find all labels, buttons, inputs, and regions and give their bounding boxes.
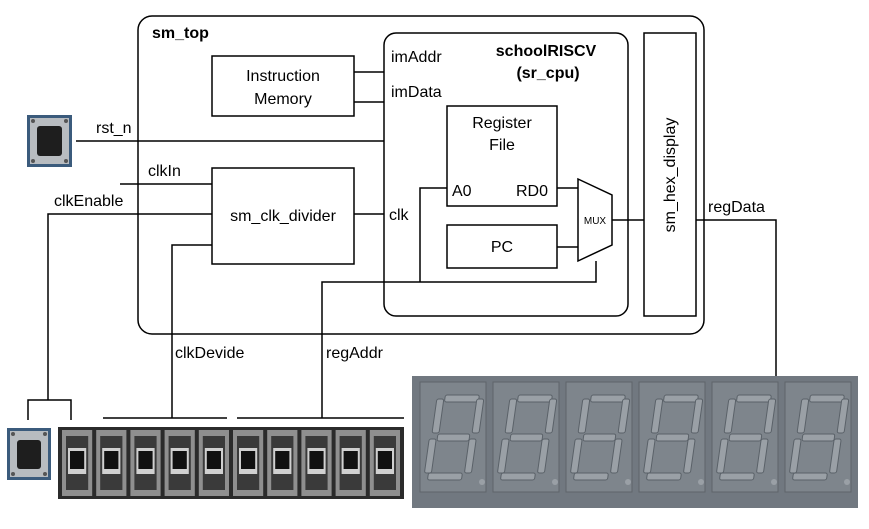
clkdevide-label: clkDevide bbox=[175, 345, 244, 362]
register-file-block bbox=[446, 105, 558, 207]
register-file-label-2: File bbox=[489, 137, 515, 154]
instruction-memory-label-2: Memory bbox=[254, 91, 312, 108]
slide-switch[interactable] bbox=[369, 430, 400, 496]
slide-switch[interactable] bbox=[164, 430, 195, 496]
clkenable-wire bbox=[47, 213, 212, 400]
sm-top-label: sm_top bbox=[152, 25, 209, 42]
seven-segment-digit bbox=[492, 381, 560, 493]
regdata-wire bbox=[696, 219, 777, 378]
imdata-port-label: imData bbox=[391, 84, 442, 101]
slide-switch[interactable] bbox=[130, 430, 161, 496]
clkdevide-wire bbox=[171, 244, 212, 418]
clk-port-label: clk bbox=[389, 207, 410, 224]
hex-display-label: sm_hex_display bbox=[662, 118, 679, 233]
a0-port-label: A0 bbox=[452, 183, 472, 200]
seven-segment-digit bbox=[711, 381, 779, 493]
seven-segment-display-panel bbox=[412, 376, 858, 508]
seven-segment-digit bbox=[565, 381, 633, 493]
instruction-memory-label-1: Instruction bbox=[246, 68, 320, 85]
clkin-label: clkIn bbox=[148, 163, 181, 180]
enable-button-bracket bbox=[27, 399, 72, 420]
slide-switch[interactable] bbox=[198, 430, 229, 496]
rd0-port-label: RD0 bbox=[516, 183, 548, 200]
instruction-memory-block bbox=[211, 55, 355, 117]
clk-divider-label: sm_clk_divider bbox=[230, 208, 336, 225]
slide-switch-bank bbox=[58, 427, 404, 499]
mux-block bbox=[577, 177, 613, 263]
slide-switch[interactable] bbox=[267, 430, 298, 496]
seven-segment-digit bbox=[638, 381, 706, 493]
pc-label: PC bbox=[491, 239, 513, 256]
seven-segment-digit bbox=[419, 381, 487, 493]
reset-button[interactable] bbox=[27, 115, 72, 167]
hex-display-block bbox=[643, 32, 697, 317]
a0-wire bbox=[419, 187, 447, 282]
slide-switch[interactable] bbox=[96, 430, 127, 496]
clkenable-label: clkEnable bbox=[54, 193, 123, 210]
regaddr-label: regAddr bbox=[326, 345, 384, 362]
regaddr-wire bbox=[321, 261, 597, 418]
slide-switch[interactable] bbox=[335, 430, 366, 496]
clk-divider-block bbox=[211, 167, 355, 265]
rst-n-label: rst_n bbox=[96, 120, 132, 137]
regdata-label: regData bbox=[708, 199, 765, 216]
slide-switch[interactable] bbox=[233, 430, 264, 496]
cpu-name-label: schoolRISCV bbox=[496, 43, 597, 60]
imaddr-port-label: imAddr bbox=[391, 49, 442, 66]
mux-label: MUX bbox=[584, 216, 607, 227]
register-file-label-1: Register bbox=[472, 115, 532, 132]
enable-button[interactable] bbox=[7, 428, 51, 480]
seven-segment-digit bbox=[784, 381, 852, 493]
cpu-instance-label: (sr_cpu) bbox=[516, 65, 579, 82]
slide-switch[interactable] bbox=[62, 430, 93, 496]
slide-switch[interactable] bbox=[301, 430, 332, 496]
